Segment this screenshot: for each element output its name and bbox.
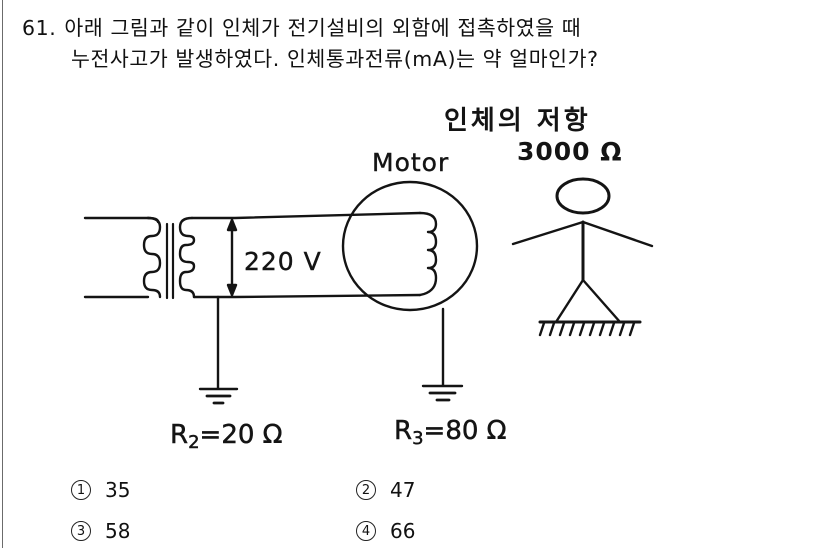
option-2-value: 47: [390, 478, 416, 502]
body-resistance-label: 인체의 저항: [444, 106, 591, 136]
left-border-rule: [2, 0, 3, 548]
stick-figure-person-icon: [554, 177, 654, 324]
r3-label: R3=80 Ω: [394, 416, 507, 450]
option-1-value: 35: [105, 478, 131, 502]
question-text: 61. 아래 그림과 같이 인체가 전기설비의 외함에 접촉하였을 때 누전사고가…: [22, 13, 599, 75]
r3-value: =80 Ω: [423, 416, 507, 447]
motor-housing-icon: [341, 180, 479, 312]
option-1[interactable]: 1 35: [71, 478, 130, 502]
voltage-label: 220 V: [244, 247, 322, 276]
option-4-circled-number-icon: 4: [356, 521, 376, 541]
question-line-1-text: 아래 그림과 같이 인체가 전기설비의 외함에 접촉하였을 때: [64, 16, 582, 40]
option-1-circled-number-icon: 1: [71, 480, 91, 500]
r2-subscript: 2: [188, 432, 200, 454]
motor-winding-icon: [418, 211, 438, 297]
motor-label: Motor: [372, 148, 450, 177]
body-resistance-value: 3000 Ω: [517, 137, 623, 166]
supply-wires: [190, 211, 422, 299]
option-2-circled-number-icon: 2: [356, 480, 376, 500]
option-3[interactable]: 3 58: [71, 519, 130, 543]
motor-ground-symbol-icon: [421, 307, 464, 402]
question-line-1: 61. 아래 그림과 같이 인체가 전기설비의 외함에 접촉하였을 때: [22, 16, 581, 40]
r2-value: =20 Ω: [199, 420, 283, 451]
r3-prefix: R: [394, 416, 413, 447]
double-arrow-icon: [226, 218, 238, 297]
ground-symbol-icon: [198, 295, 239, 405]
r2-label: R2=20 Ω: [170, 420, 283, 454]
primary-input-wires: [83, 216, 150, 299]
option-4[interactable]: 4 66: [356, 519, 415, 543]
option-2[interactable]: 2 47: [356, 478, 415, 502]
r3-subscript: 3: [412, 428, 424, 450]
question-line-2: 누전사고가 발생하였다. 인체통과전류(mA)는 약 얼마인가?: [71, 47, 599, 71]
option-3-value: 58: [105, 519, 131, 543]
transformer-icon: [142, 216, 196, 300]
contact-arm: [511, 220, 585, 246]
r2-prefix: R: [170, 420, 189, 451]
question-number: 61.: [22, 16, 57, 40]
option-3-circled-number-icon: 3: [71, 521, 91, 541]
hatched-ground-icon: [538, 320, 642, 337]
option-4-value: 66: [390, 519, 416, 543]
